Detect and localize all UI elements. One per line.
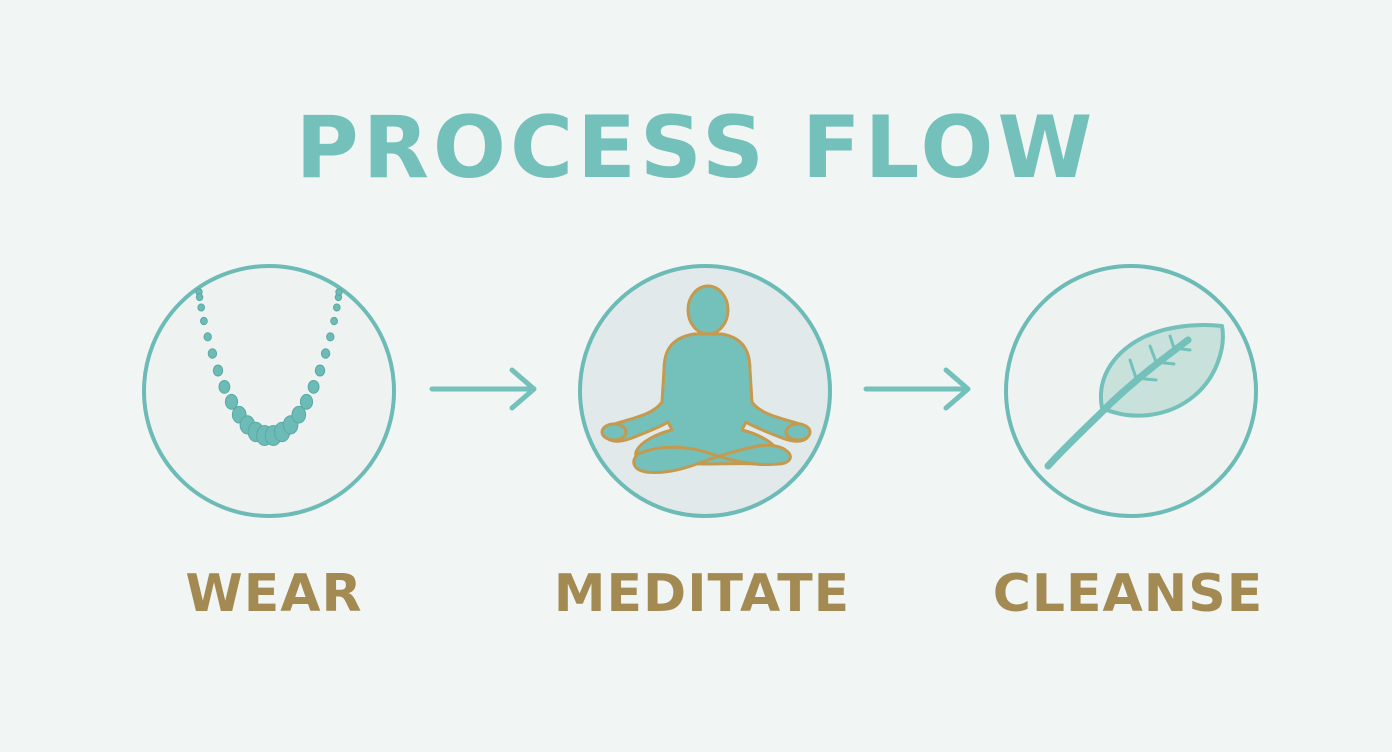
necklace-bead [218, 380, 231, 394]
right-arrow-icon [863, 367, 971, 411]
step-label-cleanse: CLEANSE [992, 564, 1264, 624]
necklace-bead [330, 316, 339, 326]
necklace-bead [207, 348, 218, 359]
necklace-bead [212, 364, 224, 377]
necklace-bead [291, 405, 307, 424]
step-meditate-circle [578, 264, 832, 518]
necklace-bead [333, 303, 341, 312]
meditating-person-icon [600, 284, 812, 474]
necklace-bead [200, 316, 208, 326]
step-label-wear: WEAR [185, 564, 363, 624]
leaf-icon [1044, 323, 1225, 470]
bead-necklace-icon [195, 288, 343, 446]
necklace-bead [195, 293, 204, 302]
step-label-meditate: MEDITATE [553, 564, 851, 624]
step-cleanse-circle [1004, 264, 1258, 518]
necklace-bead [224, 393, 239, 410]
necklace-bead [314, 364, 326, 377]
necklace-bead [326, 332, 335, 342]
necklace-bead [320, 348, 331, 359]
necklace-bead [307, 380, 320, 394]
right-arrow-icon [429, 367, 537, 411]
diagram-title: PROCESS FLOW [295, 98, 1097, 198]
step-wear-circle [142, 264, 396, 518]
necklace-bead [299, 393, 314, 410]
necklace-bead [335, 288, 343, 296]
necklace-bead [203, 332, 212, 342]
necklace-bead [197, 303, 206, 312]
